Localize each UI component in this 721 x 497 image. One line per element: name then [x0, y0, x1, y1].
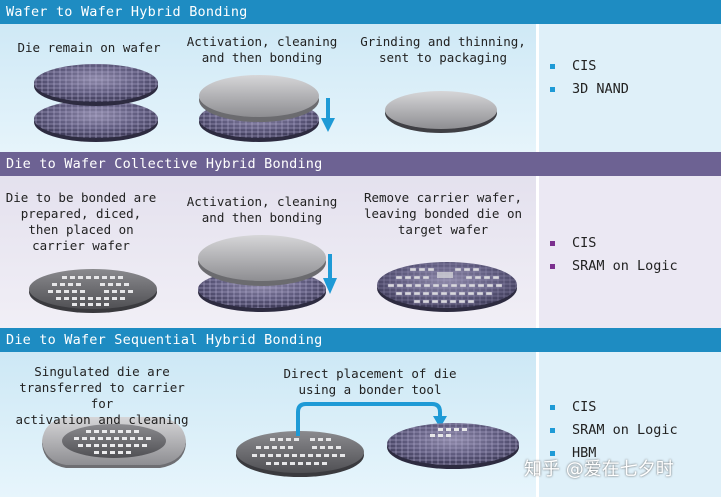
- carrier-frame-with-die: [42, 417, 186, 468]
- applications-panel-die-to-wafer-collective: [539, 176, 721, 328]
- applications-list-die-to-wafer-collective: CIS SRAM on Logic: [550, 235, 678, 281]
- section-header-die-to-wafer-collective: Die to Wafer Collective Hybrid Bonding: [0, 152, 721, 176]
- application-item: 3D NAND: [550, 81, 629, 104]
- placement-arrow-icon: [296, 402, 447, 436]
- applications-panel-die-to-wafer-sequential: [539, 352, 721, 497]
- applications-list-wafer-to-wafer: CIS 3D NAND: [550, 58, 629, 104]
- application-item: SRAM on Logic: [550, 258, 678, 281]
- patterned-wafer-top: [34, 64, 158, 106]
- watermark: 知乎 @爱在七夕时: [524, 459, 674, 480]
- carrier-wafer-with-die: [29, 269, 157, 313]
- step-caption: Activation, cleaning and then bonding: [186, 34, 338, 65]
- bullet-icon: [550, 87, 555, 92]
- step-caption: Remove carrier wafer, leaving bonded die…: [363, 190, 523, 237]
- logo-icon: [437, 272, 453, 278]
- step-caption: Activation, cleaning and then bonding: [186, 194, 338, 225]
- step-caption: Die remain on wafer: [17, 40, 161, 55]
- bullet-icon: [550, 264, 555, 269]
- source-wafer-with-die: [236, 431, 364, 477]
- collective-bonding-wafer-pair: [198, 235, 326, 312]
- bullet-icon: [550, 405, 555, 410]
- application-item: CIS: [550, 58, 629, 81]
- step-caption: Singulated die are transferred to carrie…: [15, 364, 189, 427]
- bullet-icon: [550, 451, 555, 456]
- application-item: HBM: [550, 445, 678, 468]
- section-header-die-to-wafer-sequential: Die to Wafer Sequential Hybrid Bonding: [0, 328, 721, 352]
- down-arrow-icon: [323, 254, 337, 294]
- down-arrow-icon: [321, 98, 335, 132]
- target-wafer-with-bonded-die: [377, 262, 517, 312]
- bullet-icon: [550, 64, 555, 69]
- bullet-icon: [550, 428, 555, 433]
- target-wafer-sequential: [387, 423, 519, 469]
- applications-panel-wafer-to-wafer: [539, 24, 721, 152]
- step-caption: Die to be bonded are prepared, diced, th…: [5, 190, 157, 253]
- step-caption: Grinding and thinning, sent to packaging: [360, 34, 526, 65]
- application-item: CIS: [550, 399, 678, 422]
- thinned-wafer: [385, 91, 497, 133]
- section-header-wafer-to-wafer: Wafer to Wafer Hybrid Bonding: [0, 0, 721, 24]
- bullet-icon: [550, 241, 555, 246]
- applications-list-die-to-wafer-sequential: CIS SRAM on Logic HBM: [550, 399, 678, 468]
- application-item: CIS: [550, 235, 678, 258]
- bonding-wafer-pair: [199, 75, 319, 142]
- application-item: SRAM on Logic: [550, 422, 678, 445]
- step-caption: Direct placement of die using a bonder t…: [283, 366, 457, 397]
- patterned-wafer-bottom: [34, 100, 158, 142]
